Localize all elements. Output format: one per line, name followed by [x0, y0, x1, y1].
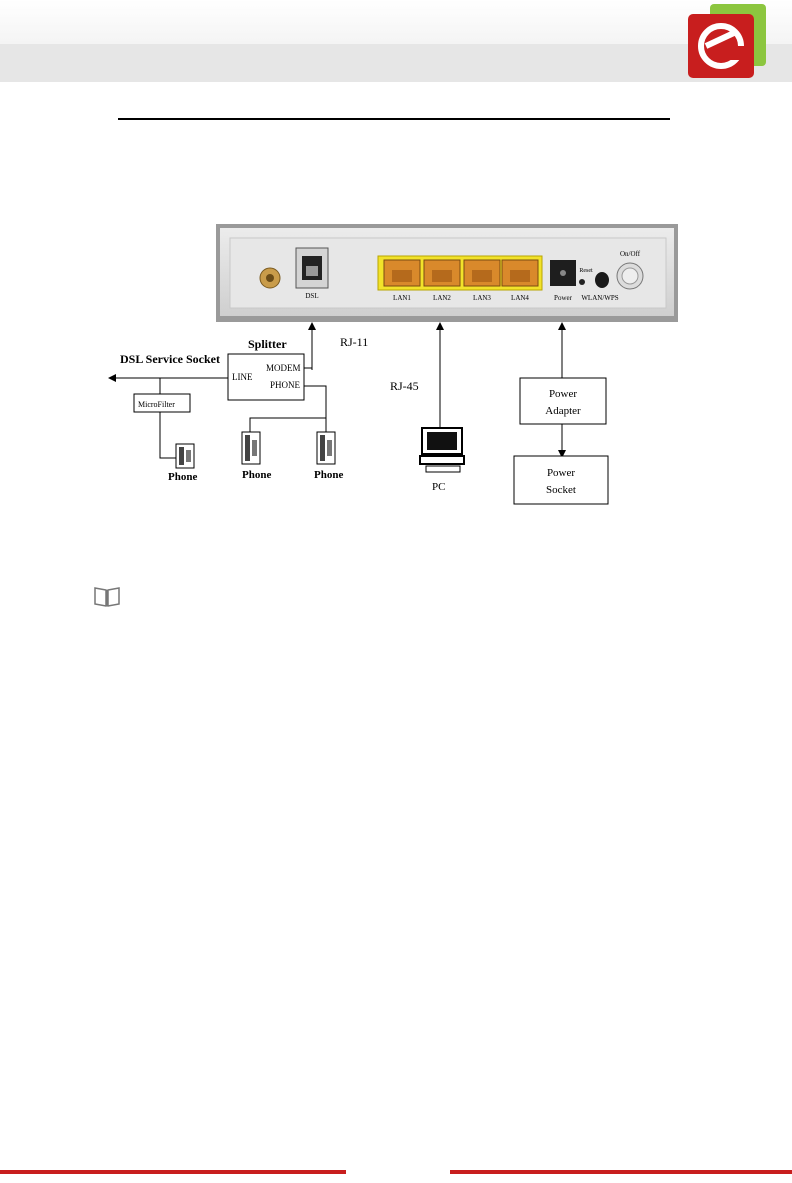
- dsl-port-icon: [295, 247, 329, 289]
- splitter-box: [227, 353, 305, 401]
- pc-icon: [419, 427, 465, 473]
- reset-button-icon: [579, 279, 585, 285]
- top-rule: [118, 118, 670, 120]
- splitter-label: Splitter: [248, 337, 287, 351]
- splitter-line-label: LINE: [232, 372, 253, 382]
- power-socket-box: [513, 455, 609, 505]
- lan3-port-icon: [463, 259, 501, 287]
- power-switch-icon: [616, 262, 644, 290]
- microfilter-label: MicroFilter: [138, 400, 175, 409]
- wlan-wps-label: WLAN/WPS: [581, 294, 618, 302]
- footer-rule-right: [450, 1170, 792, 1174]
- dsl-port-label: DSL: [305, 292, 318, 300]
- lan1-label: LAN1: [393, 294, 411, 302]
- pc-label: PC: [432, 481, 445, 493]
- power-socket-label-line1: Power: [547, 467, 575, 479]
- header-band: [0, 44, 792, 82]
- adsl-connection-diagram: DSL LAN1 LAN2 LAN3 LAN4 Power Reset WLAN…: [108, 224, 678, 505]
- reset-label: Reset: [579, 268, 593, 274]
- power-adapter-label-line1: Power: [549, 388, 577, 400]
- lan2-label: LAN2: [433, 294, 451, 302]
- phone-2-icon: [241, 431, 261, 465]
- lan4-port-icon: [501, 259, 539, 287]
- phone-3-label: Phone: [314, 469, 343, 481]
- wlan-wps-button-icon: [595, 272, 609, 288]
- on-off-label: On/Off: [620, 250, 641, 258]
- phone-2-label: Phone: [242, 469, 271, 481]
- phone-3-icon: [316, 431, 336, 465]
- lan4-label: LAN4: [511, 294, 529, 302]
- antenna-connector-icon: [259, 267, 281, 289]
- power-port-label: Power: [554, 294, 573, 302]
- dsl-service-socket-label: DSL Service Socket: [120, 352, 220, 366]
- book-note-icon: [94, 587, 120, 607]
- phone-1-icon: [175, 443, 195, 469]
- power-adapter-label-line2: Adapter: [545, 405, 581, 417]
- lan3-label: LAN3: [473, 294, 491, 302]
- power-jack-icon: [550, 260, 576, 286]
- microfilter-box: [133, 393, 191, 413]
- phone-1-label: Phone: [168, 471, 197, 483]
- splitter-modem-label: MODEM: [266, 363, 301, 373]
- power-socket-label-line2: Socket: [546, 484, 576, 496]
- lan2-port-icon: [423, 259, 461, 287]
- splitter-phone-label: PHONE: [270, 380, 301, 390]
- power-adapter-box: [519, 377, 607, 425]
- lan1-port-icon: [383, 259, 421, 287]
- footer-rule-left: [0, 1170, 346, 1174]
- rj45-label: RJ-45: [390, 379, 419, 393]
- header-top: [0, 0, 792, 44]
- edimax-logo-icon: [688, 4, 766, 78]
- rj11-label: RJ-11: [340, 335, 368, 349]
- router-back-panel: DSL LAN1 LAN2 LAN3 LAN4 Power Reset WLAN…: [216, 224, 678, 322]
